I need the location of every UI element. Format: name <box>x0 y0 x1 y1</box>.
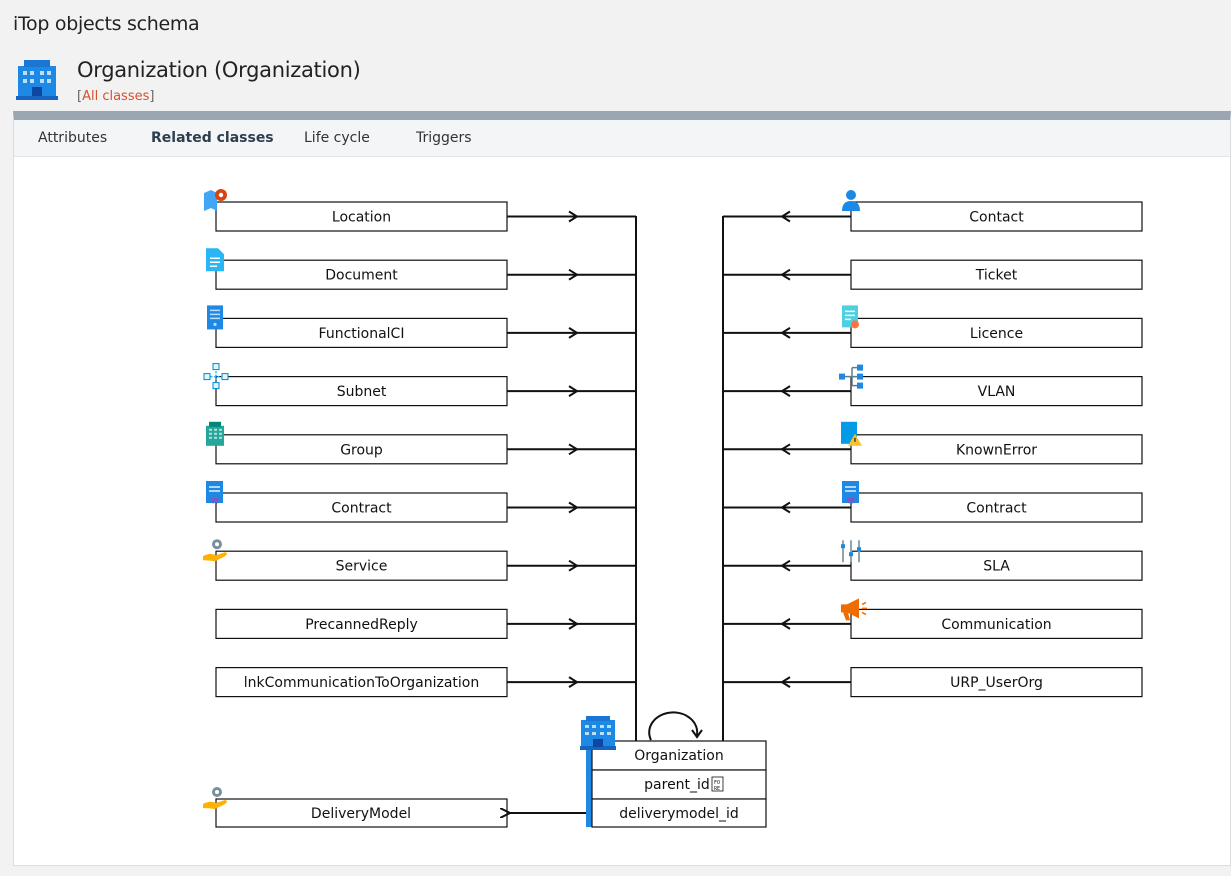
related-class-right-licence[interactable]: Licence <box>723 305 1143 348</box>
self-reference-arrowhead <box>691 729 703 739</box>
arrowhead <box>780 443 791 456</box>
arrowhead <box>568 268 579 281</box>
related-class-label: VLAN <box>978 384 1016 400</box>
related-class-label: Document <box>325 268 398 284</box>
related-class-label: Contact <box>969 210 1024 226</box>
arrowhead <box>568 327 579 339</box>
organization-box-label: Organization <box>634 748 724 764</box>
class-title: Organization (Organization) <box>77 58 361 82</box>
parent-id-attribute: parent_id <box>644 777 710 793</box>
related-class-left-functionalci[interactable]: FunctionalCI <box>207 305 636 348</box>
related-class-left-location[interactable]: Location <box>204 189 636 232</box>
tab-bar: Attributes Related classes Life cycle Tr… <box>14 120 1230 157</box>
arrowhead <box>568 676 579 688</box>
arrowhead <box>568 618 579 630</box>
arrowhead <box>780 385 791 397</box>
functionalci-icon <box>207 305 223 330</box>
arrowhead <box>780 676 791 688</box>
related-class-label: Contract <box>966 501 1027 517</box>
svg-text:RE: RE <box>714 786 720 792</box>
document-icon <box>206 248 224 272</box>
breadcrumb: [All classes] <box>77 89 154 104</box>
tab-attributes[interactable]: Attributes <box>38 130 108 146</box>
sla-icon <box>841 540 861 563</box>
group-icon <box>206 421 224 446</box>
related-class-label: URP_UserOrg <box>950 675 1043 691</box>
vlan-icon <box>839 364 863 389</box>
deliverymodel-id-attribute: deliverymodel_id <box>619 806 739 822</box>
related-class-left-contract[interactable]: Contract <box>206 481 636 523</box>
related-class-right-vlan[interactable]: VLAN <box>723 364 1143 407</box>
related-class-label: PrecannedReply <box>305 617 418 633</box>
breadcrumb-close: ] <box>149 89 155 104</box>
licence-icon <box>842 305 859 329</box>
arrowhead <box>780 268 791 281</box>
related-class-label: FunctionalCI <box>319 326 405 342</box>
tab-triggers[interactable]: Triggers <box>416 130 472 146</box>
service-icon <box>203 539 227 562</box>
arrowhead <box>568 385 579 397</box>
arrowhead <box>568 443 579 456</box>
related-class-label: Subnet <box>337 384 387 400</box>
organization-small-icon <box>580 716 616 750</box>
related-class-label: Service <box>336 559 388 575</box>
knownerror-icon <box>841 421 862 446</box>
contract-icon <box>206 481 223 504</box>
related-class-right-ticket[interactable]: Ticket <box>723 259 1143 290</box>
location-icon <box>204 189 227 211</box>
deliverymodel-class-box[interactable]: DeliveryModel <box>215 798 508 828</box>
arrowhead <box>568 501 579 514</box>
arrowhead <box>780 501 791 514</box>
related-class-label: Location <box>332 210 391 226</box>
related-class-right-knownerror[interactable]: KnownError <box>723 421 1143 465</box>
arrowhead <box>780 559 791 572</box>
related-class-label: KnownError <box>956 442 1037 458</box>
related-class-label: lnkCommunicationToOrganization <box>244 675 479 691</box>
related-class-right-sla[interactable]: SLA <box>723 540 1143 581</box>
arrowhead <box>780 618 791 630</box>
tab-life-cycle[interactable]: Life cycle <box>304 130 370 146</box>
arrowhead <box>568 559 579 572</box>
schema-panel: Attributes Related classes Life cycle Tr… <box>13 111 1231 866</box>
related-class-right-urp-userorg[interactable]: URP_UserOrg <box>723 666 1143 698</box>
service-icon <box>203 787 227 809</box>
related-class-left-document[interactable]: Document <box>206 248 636 290</box>
related-class-left-service[interactable]: Service <box>203 539 636 581</box>
related-class-left-group[interactable]: Group <box>206 421 636 465</box>
related-class-right-contact[interactable]: Contact <box>723 190 1143 232</box>
self-reference-arrow <box>648 711 699 741</box>
related-class-right-contract[interactable]: Contract <box>723 481 1143 523</box>
organization-icon <box>16 60 58 100</box>
contact-icon <box>842 190 860 211</box>
deliverymodel-box-label: DeliveryModel <box>311 806 411 822</box>
page-header-title: iTop objects schema <box>13 13 200 35</box>
tab-related-classes[interactable]: Related classes <box>151 130 274 146</box>
subnet-icon <box>203 363 229 390</box>
contract-icon <box>842 481 859 504</box>
arrowhead <box>780 327 791 339</box>
related-class-label: Communication <box>941 617 1051 633</box>
related-class-left-lnkcommunicationtoorganization[interactable]: lnkCommunicationToOrganization <box>215 666 636 698</box>
svg-text:FO: FO <box>714 780 720 786</box>
related-class-label: Contract <box>331 501 392 517</box>
related-class-label: SLA <box>983 559 1010 575</box>
all-classes-link[interactable]: All classes <box>82 89 150 104</box>
communication-icon <box>841 598 867 621</box>
related-class-label: Licence <box>970 326 1023 342</box>
related-class-right-communication[interactable]: Communication <box>723 598 1143 640</box>
foreign-key-badge-icon: FO RE <box>711 776 724 792</box>
related-class-label: Group <box>340 442 383 458</box>
arrowhead <box>568 210 579 223</box>
organization-class-box[interactable]: Organization parent_id FO RE deliverymod… <box>580 716 767 828</box>
related-class-label: Ticket <box>975 268 1018 284</box>
related-class-left-subnet[interactable]: Subnet <box>203 363 636 407</box>
breadcrumb-open: [ <box>77 89 83 104</box>
related-class-left-precannedreply[interactable]: PrecannedReply <box>215 608 636 640</box>
arrowhead <box>780 210 791 223</box>
